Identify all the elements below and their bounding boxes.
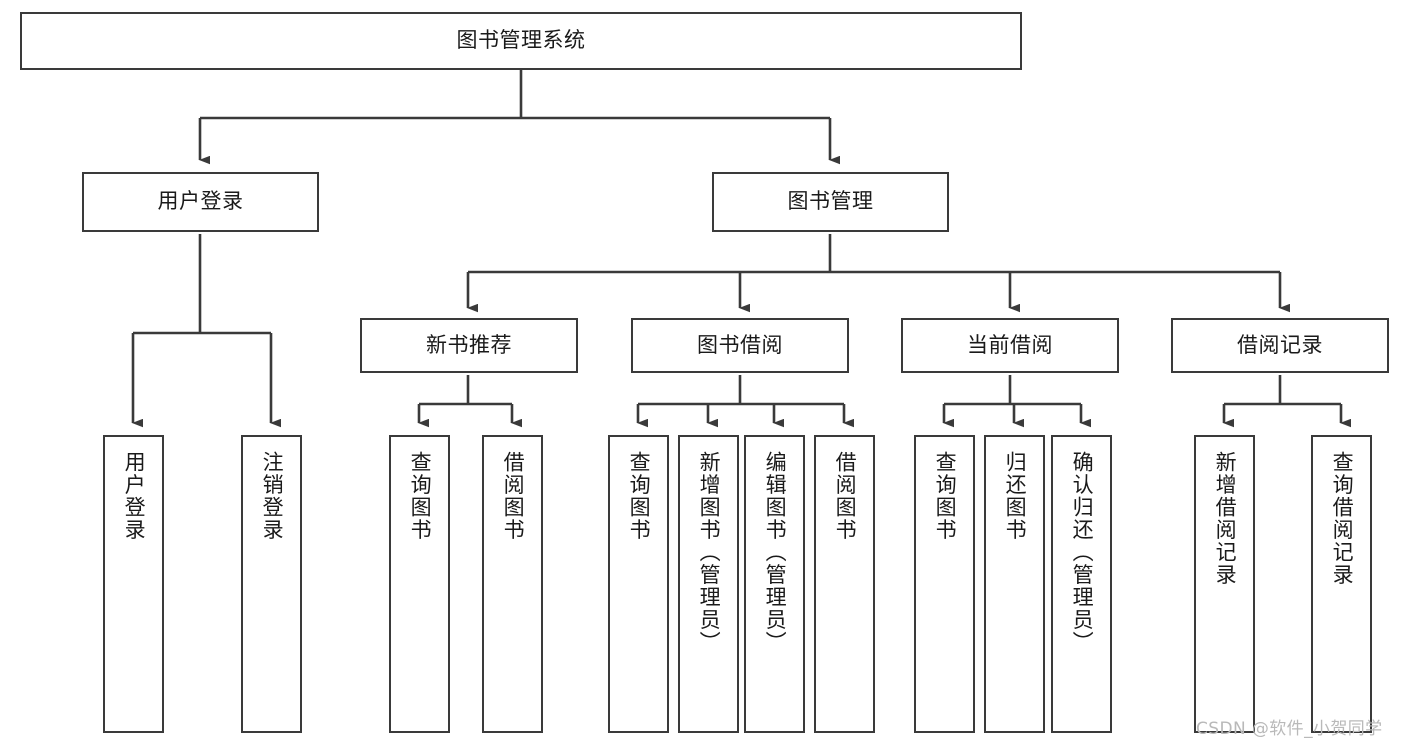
node-label: 查询图书 xyxy=(627,451,652,541)
node-user-login[interactable]: 用户登录 xyxy=(82,172,319,232)
node-leaf-borrow-book-recommend[interactable]: 借阅图书 xyxy=(482,435,543,733)
node-label: 新书推荐 xyxy=(426,332,512,357)
node-new-book-recommendation[interactable]: 新书推荐 xyxy=(360,318,578,373)
node-leaf-confirm-return-admin[interactable]: 确认归还（管理员） xyxy=(1051,435,1112,733)
node-leaf-return-book[interactable]: 归还图书 xyxy=(984,435,1045,733)
node-label: 查询图书 xyxy=(408,451,433,541)
node-label: 用户登录 xyxy=(122,451,147,541)
node-book-borrowing[interactable]: 图书借阅 xyxy=(631,318,849,373)
node-label: 编辑图书（管理员） xyxy=(763,451,788,654)
node-leaf-query-book-borrow[interactable]: 查询图书 xyxy=(608,435,669,733)
node-leaf-borrow-book[interactable]: 借阅图书 xyxy=(814,435,875,733)
node-label: 查询图书 xyxy=(933,451,958,541)
node-label: 图书借阅 xyxy=(697,332,783,357)
node-leaf-query-book-current[interactable]: 查询图书 xyxy=(914,435,975,733)
node-label: 借阅图书 xyxy=(833,451,858,541)
node-label: 确认归还（管理员） xyxy=(1070,451,1095,654)
node-root-book-management-system[interactable]: 图书管理系统 xyxy=(20,12,1022,70)
node-label: 借阅记录 xyxy=(1237,332,1323,357)
node-leaf-add-book-admin[interactable]: 新增图书（管理员） xyxy=(678,435,739,733)
node-leaf-logout[interactable]: 注销登录 xyxy=(241,435,302,733)
node-label: 新增图书（管理员） xyxy=(697,451,722,654)
node-current-borrowing[interactable]: 当前借阅 xyxy=(901,318,1119,373)
node-label: 用户登录 xyxy=(157,189,244,214)
node-book-management[interactable]: 图书管理 xyxy=(712,172,949,232)
node-borrowing-record[interactable]: 借阅记录 xyxy=(1171,318,1389,373)
node-label: 查询借阅记录 xyxy=(1330,451,1355,586)
node-label: 归还图书 xyxy=(1003,451,1028,541)
node-label: 当前借阅 xyxy=(967,332,1053,357)
node-label: 借阅图书 xyxy=(501,451,526,541)
node-leaf-query-book-recommend[interactable]: 查询图书 xyxy=(389,435,450,733)
node-leaf-add-borrow-record[interactable]: 新增借阅记录 xyxy=(1194,435,1255,733)
node-leaf-user-login[interactable]: 用户登录 xyxy=(103,435,164,733)
node-label: 图书管理 xyxy=(787,189,874,214)
node-label: 新增借阅记录 xyxy=(1213,451,1238,586)
node-leaf-query-borrow-record[interactable]: 查询借阅记录 xyxy=(1311,435,1372,733)
node-label: 注销登录 xyxy=(260,451,285,541)
node-leaf-edit-book-admin[interactable]: 编辑图书（管理员） xyxy=(744,435,805,733)
node-label: 图书管理系统 xyxy=(456,28,586,53)
